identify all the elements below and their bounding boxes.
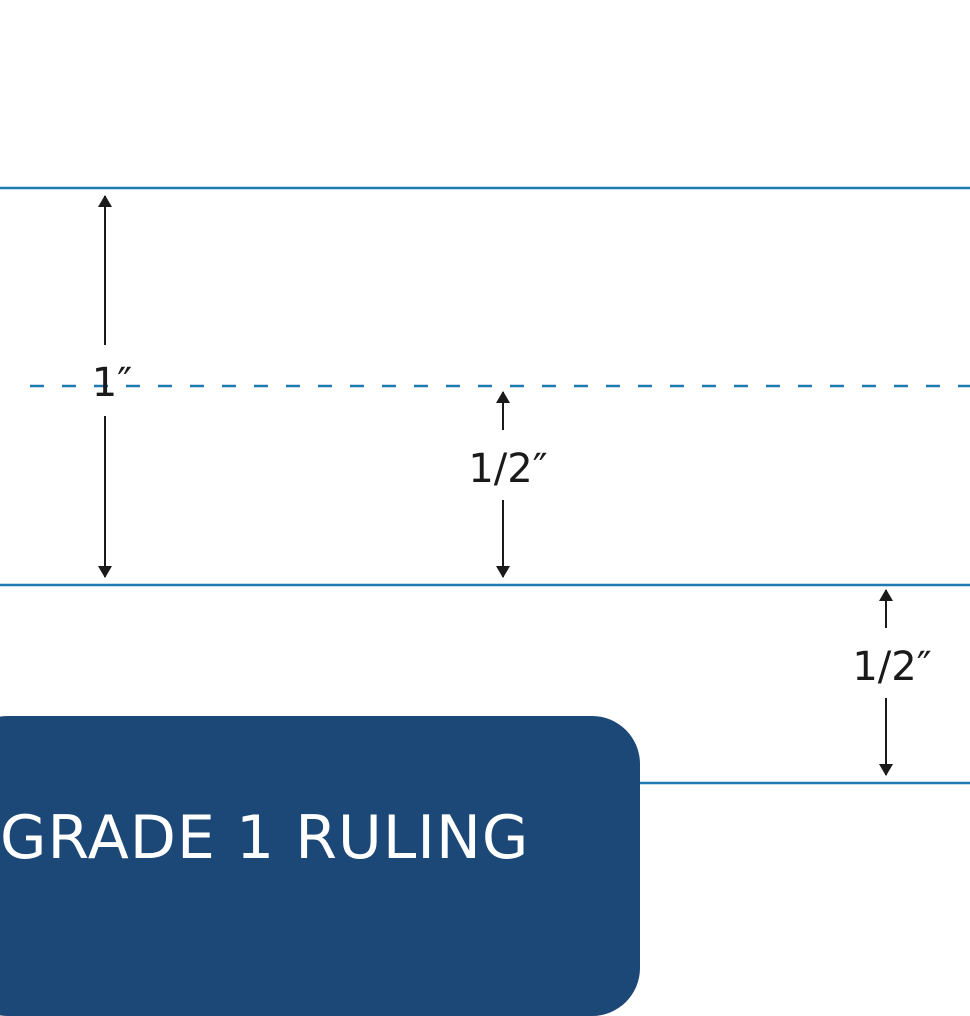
- ruling-diagram: 1″ 1/2″ 1/2″: [0, 186, 970, 785]
- banner-title: GRADE 1 RULING: [0, 803, 530, 873]
- title-banner: GRADE 1 RULING: [0, 716, 640, 1016]
- full-height-label: 1″: [92, 360, 132, 406]
- upper-half-label: 1/2″: [468, 446, 547, 492]
- descender-half-label: 1/2″: [852, 644, 931, 690]
